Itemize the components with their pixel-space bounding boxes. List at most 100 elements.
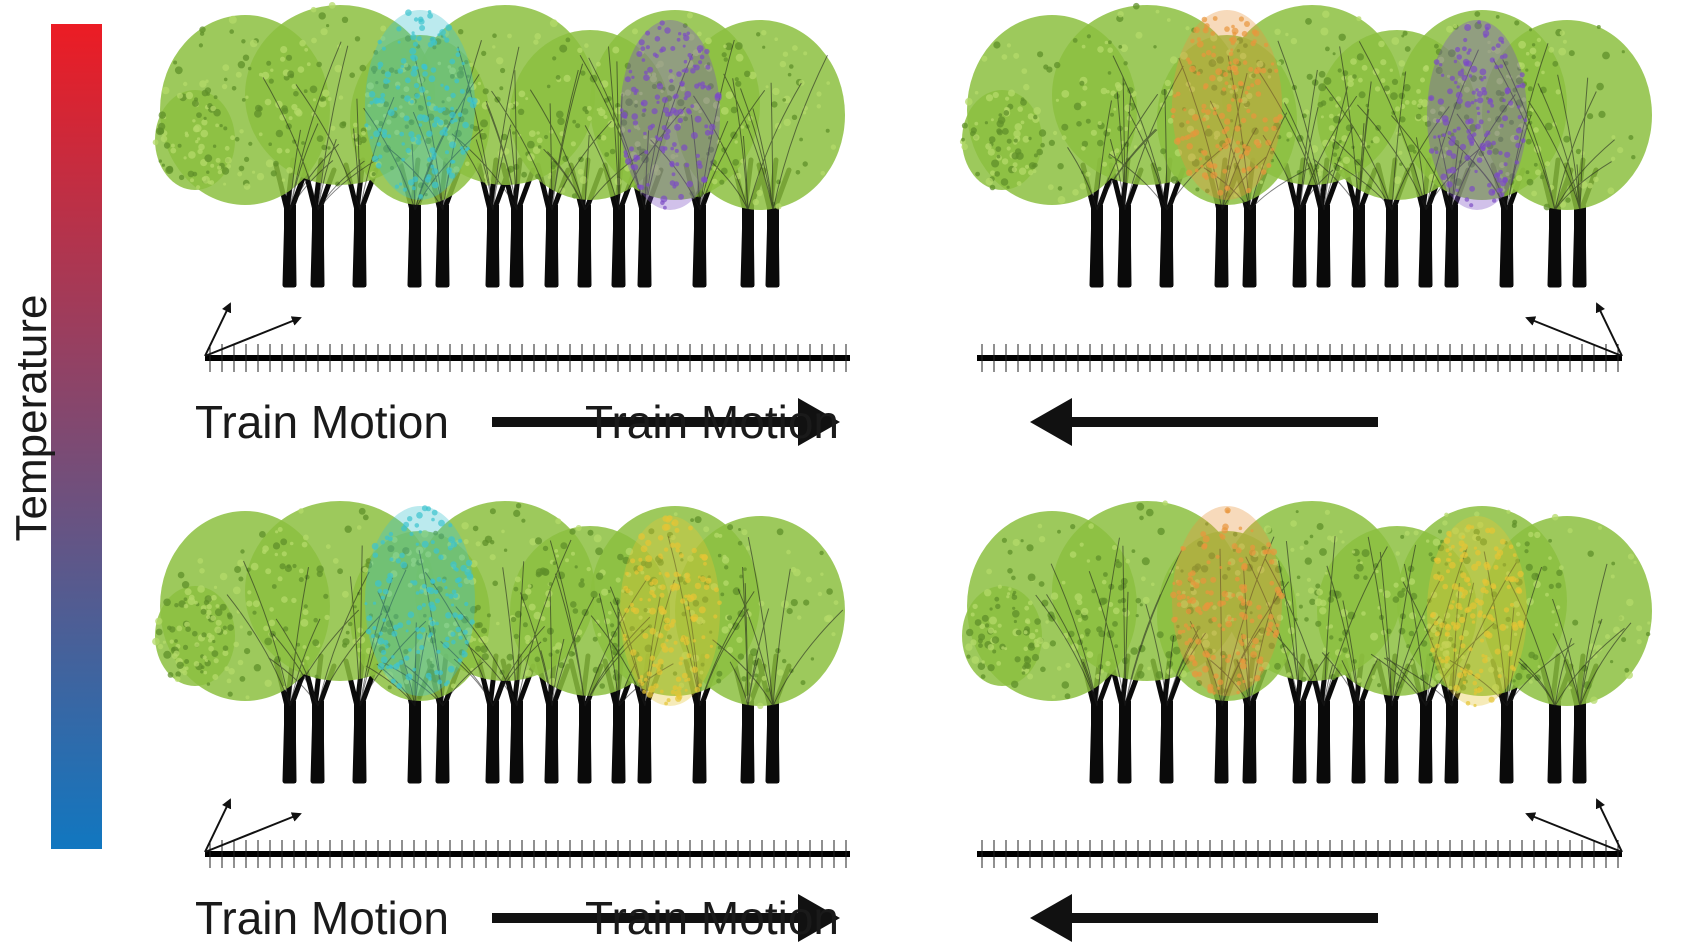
tree-trunk <box>742 701 754 783</box>
train-motion-label: Train Motion <box>585 892 839 942</box>
tree-trunk <box>613 701 625 783</box>
tree-trunk <box>1091 205 1103 287</box>
temperature-label: Temperature <box>7 294 56 541</box>
tree-trunk <box>1216 701 1228 783</box>
tree-trunk <box>579 701 591 783</box>
thermal-patch <box>620 515 722 706</box>
sensor-axes-icon <box>204 302 302 357</box>
tree-trunk <box>1353 701 1365 783</box>
tree-trunk <box>767 205 779 287</box>
motion-arrow-right-icon <box>492 398 840 446</box>
train-motion-label: Train Motion <box>195 892 449 942</box>
rail-ties <box>209 344 847 372</box>
axis-arrow-icon <box>1595 302 1623 357</box>
arrow-head <box>1030 398 1072 446</box>
axis-arrow-icon <box>1595 798 1623 853</box>
tree-trunk <box>546 205 558 287</box>
tree-trunk <box>1501 205 1513 287</box>
sensor-axes-icon <box>1525 798 1623 853</box>
axis-arrow-icon <box>204 302 232 357</box>
rail-ties <box>209 840 847 868</box>
rail-track <box>205 840 850 868</box>
sensor-axes-icon <box>1525 302 1623 357</box>
tree-trunk <box>1294 701 1306 783</box>
tree-trunk <box>1386 205 1398 287</box>
tree-trunk <box>354 205 366 287</box>
tree-trunk <box>1161 701 1173 783</box>
tree-trunk <box>511 701 523 783</box>
thermal-patch <box>1427 516 1527 708</box>
tree-trunk <box>1501 701 1513 783</box>
arrow-shaft <box>1068 913 1378 923</box>
tree-trunk <box>1091 701 1103 783</box>
rail-track <box>205 344 850 372</box>
axis-arrow-icon <box>204 798 232 853</box>
arrow-head <box>798 398 840 446</box>
tree-crown <box>675 20 845 210</box>
tree-trunk <box>1244 701 1256 783</box>
tree-trunk <box>1119 205 1131 287</box>
arrow-head <box>798 894 840 942</box>
tree-trunk <box>409 701 421 783</box>
tree-row <box>152 2 845 288</box>
tree-trunk <box>487 701 499 783</box>
tree-trunk <box>284 205 296 287</box>
temperature-colorbar <box>51 24 102 849</box>
panel-top-right: Train Motion <box>585 2 1652 448</box>
motion-arrow-right-icon <box>492 894 840 942</box>
tree-row <box>959 2 1652 288</box>
tree-trunk <box>437 205 449 287</box>
arrow-shaft <box>1068 417 1378 427</box>
tree-branches <box>226 536 844 707</box>
rail-ties <box>981 344 1619 372</box>
tree-trunk <box>1549 205 1561 287</box>
train-motion-label: Train Motion <box>195 396 449 448</box>
axis-arrow-icon <box>1525 812 1623 853</box>
tree-trunk <box>767 701 779 783</box>
train-motion-label: Train Motion <box>585 396 839 448</box>
tree-trunk <box>1574 701 1586 783</box>
rail-track <box>977 840 1622 868</box>
tree-trunk <box>742 205 754 287</box>
tree-trunk <box>1318 701 1330 783</box>
motion-arrow-left-icon <box>1030 894 1378 942</box>
tree-trunk <box>639 701 651 783</box>
rail-track <box>977 344 1622 372</box>
tree-crown <box>1482 516 1652 706</box>
arrow-shaft <box>492 417 802 427</box>
tree-trunk <box>511 205 523 287</box>
arrow-head <box>1030 894 1072 942</box>
tree-trunk <box>1386 701 1398 783</box>
tree-branches <box>1067 40 1615 211</box>
foliage-texture <box>152 503 839 709</box>
tree-trunk <box>487 205 499 287</box>
tree-row <box>152 501 845 784</box>
temperature-legend: Temperature <box>7 24 102 849</box>
tree-trunk <box>1446 701 1458 783</box>
tree-trunk <box>1420 701 1432 783</box>
axis-arrow-icon <box>204 316 302 357</box>
tree-trunk <box>694 701 706 783</box>
tree-crown <box>962 90 1042 190</box>
tree-trunk <box>1244 205 1256 287</box>
tree-trunk <box>1549 701 1561 783</box>
thermal-patch <box>619 20 722 210</box>
tree-trunk <box>354 701 366 783</box>
tree-trunk <box>1294 205 1306 287</box>
tree-trunk <box>546 701 558 783</box>
panel-bottom-left: Train Motion <box>152 501 850 942</box>
tree-trunk <box>437 701 449 783</box>
thermal-patch <box>1170 10 1284 200</box>
tree-trunk <box>312 205 324 287</box>
tree-trunk <box>1318 205 1330 287</box>
tree-trunk <box>694 205 706 287</box>
tree-trunk <box>284 701 296 783</box>
motion-arrow-left-icon <box>1030 398 1378 446</box>
axis-arrow-icon <box>1525 316 1623 357</box>
tree-trunk <box>312 701 324 783</box>
tree-trunk <box>613 205 625 287</box>
tree-trunk <box>1353 205 1365 287</box>
tree-trunk <box>1420 205 1432 287</box>
thermal-patch <box>1170 506 1285 696</box>
